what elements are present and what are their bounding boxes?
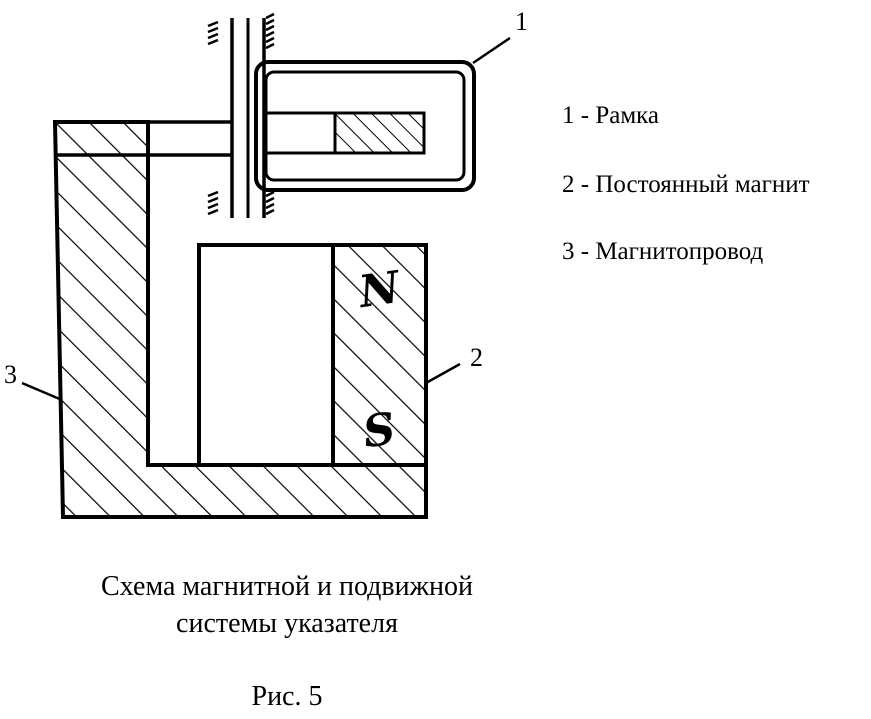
leader-line-3 [21,381,63,402]
part-label-3: 3 [4,360,17,389]
figure-label: Рис. 5 [251,681,323,712]
part-label-1: 1 [515,7,528,36]
magnet-inner-core [197,243,335,467]
caption-line-1: Схема магнитной и подвижной [101,571,473,602]
frame-core-hatched [333,111,426,155]
permanent-magnet [197,243,428,467]
legend-item-frame: 1 - Рамка [562,102,660,129]
leader-line-2 [425,362,461,385]
north-pole-label: N [354,262,405,319]
pole-extension [148,120,232,157]
axle [230,18,266,218]
moving-frame [254,60,476,192]
part-label-2: 2 [470,343,483,372]
bearing-top [207,12,275,50]
leader-line-1 [472,36,511,65]
south-pole-label: S [360,403,399,458]
magnet-body [331,243,428,467]
bearing-bottom [207,190,275,216]
caption-line-2: системы указателя [176,608,398,639]
legend-item-core: 3 - Магнитопровод [562,238,764,265]
legend-item-magnet: 2 - Постоянный магнит [562,171,810,198]
